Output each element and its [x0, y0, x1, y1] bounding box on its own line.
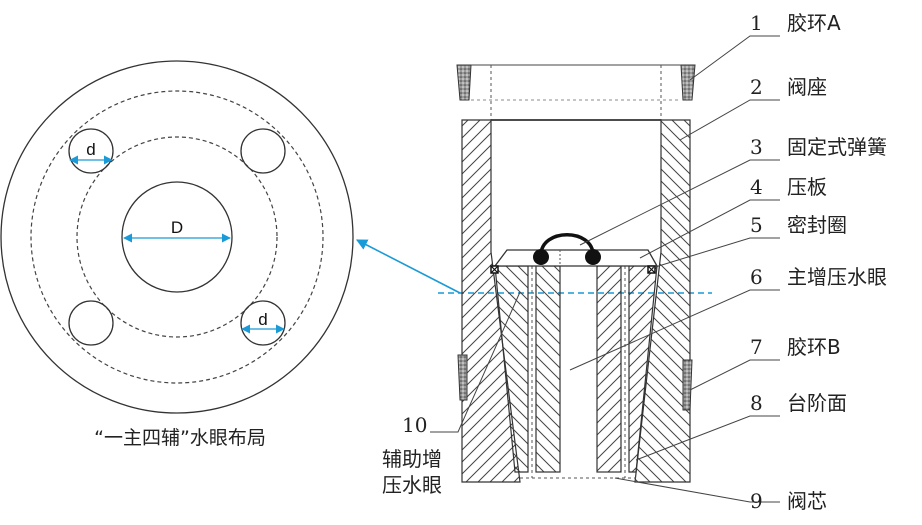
part-callout-4: 4 压板: [750, 175, 827, 199]
part-name-pressure-plate: 压板: [787, 175, 827, 199]
part-callout-7: 7 胶环B: [750, 335, 841, 359]
rubber-ring-b-left: [457, 354, 468, 401]
part-callout-5: 5 密封圈: [750, 213, 847, 237]
aux-hole-label-line1: 辅助增: [382, 447, 442, 471]
aux-hole-tr: [240, 128, 286, 174]
outer-ring: [0, 60, 354, 414]
valve-seat-right-wall: [634, 119, 691, 483]
part-callout-8: 8 台阶面: [750, 391, 847, 415]
part-name-fixed-spring: 固定式弹簧: [787, 135, 887, 159]
svg-text:4: 4: [750, 175, 763, 199]
plan-view-caption: “一主四辅”水眼布局: [94, 427, 266, 449]
part-callout-9: 9 阀芯: [750, 489, 827, 513]
part-name-rubber-ring-b: 胶环B: [787, 335, 841, 359]
spring-coil-right: [585, 249, 601, 265]
part-name-valve-seat: 阀座: [787, 75, 827, 99]
main-hole-label: D: [171, 218, 183, 237]
main-hole: [121, 181, 233, 293]
aux-hole-tl: [68, 128, 114, 174]
aux-hole-label-bottom: d: [258, 310, 267, 329]
valve-core-inner-left: [535, 265, 561, 473]
svg-text:9: 9: [750, 489, 763, 513]
section-pointer-arrow: [356, 239, 461, 294]
part-name-seal-ring: 密封圈: [787, 213, 847, 237]
part-callout-3: 3 固定式弹簧: [750, 135, 887, 159]
plan-view: D d d “一主四辅”水眼布局: [0, 60, 354, 449]
section-view: [456, 64, 696, 483]
svg-text:2: 2: [750, 75, 763, 99]
rubber-ring-b-right: [682, 359, 693, 411]
dashed-circle-outer: [30, 90, 324, 384]
fixed-spring: [539, 233, 595, 256]
aux-hole-label-line2: 压水眼: [382, 473, 442, 497]
rubber-ring-a-left: [456, 64, 472, 101]
rubber-ring-a-right: [680, 64, 696, 101]
part-name-rubber-ring-a: 胶环A: [787, 11, 841, 35]
part-callout-10: 10 辅助增 压水眼: [382, 413, 442, 497]
svg-text:10: 10: [402, 413, 427, 437]
svg-text:8: 8: [750, 391, 763, 415]
part-name-main-water-hole: 主增压水眼: [787, 265, 887, 289]
part-name-step-surface: 台阶面: [787, 391, 847, 415]
part-callout-1: 1 胶环A: [750, 11, 841, 35]
part-callout-2: 2 阀座: [750, 75, 827, 99]
part-callout-6: 6 主增压水眼: [750, 265, 887, 289]
dashed-circle-inner: [76, 136, 278, 338]
spring-coil-left: [533, 249, 549, 265]
svg-text:6: 6: [750, 265, 763, 289]
aux-hole-bl: [68, 300, 114, 346]
aux-hole-label-top: d: [86, 140, 95, 159]
part-name-valve-core: 阀芯: [787, 489, 827, 513]
svg-text:7: 7: [750, 335, 763, 359]
pressure-plate: [493, 249, 659, 267]
callout-leaders: [430, 35, 780, 503]
svg-text:5: 5: [750, 213, 763, 237]
svg-text:1: 1: [750, 11, 763, 35]
aux-hole-br: [240, 300, 286, 346]
valve-core-inner-right: [596, 265, 622, 473]
svg-text:3: 3: [750, 135, 763, 159]
